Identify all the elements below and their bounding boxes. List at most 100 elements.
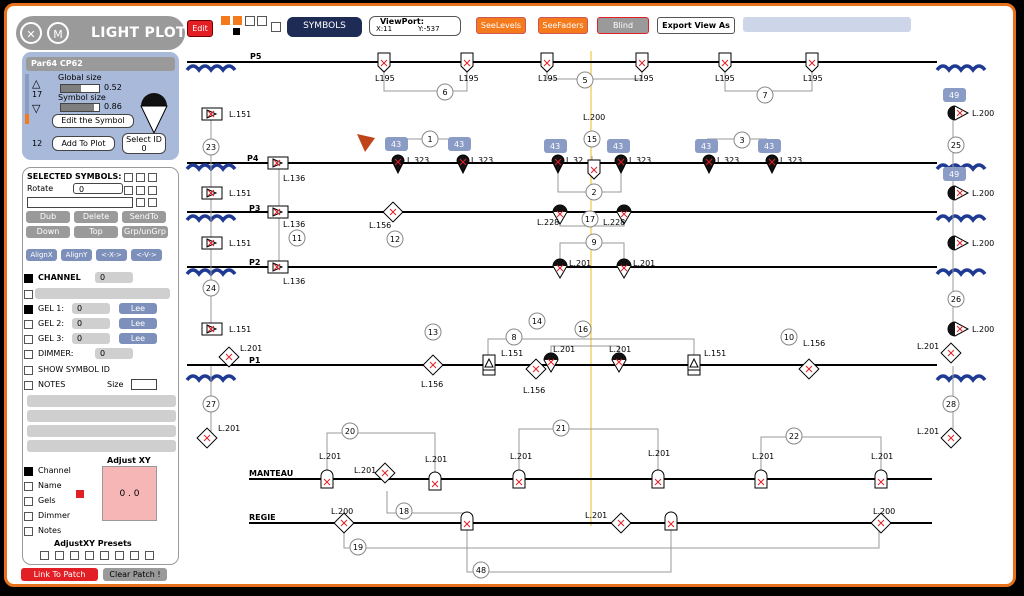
- preset-slot[interactable]: [40, 551, 49, 560]
- show-symbol-id-checkbox[interactable]: [24, 366, 33, 375]
- symbol-count: 12: [32, 139, 43, 148]
- color-swatch[interactable]: [245, 16, 255, 26]
- color-swatch[interactable]: [221, 16, 230, 25]
- see-levels-button[interactable]: SeeLevels: [476, 17, 526, 34]
- rotate-input[interactable]: 0: [73, 183, 123, 194]
- dimmer-checkbox[interactable]: [24, 350, 33, 359]
- adjust-notes-checkbox[interactable]: [24, 527, 33, 536]
- notes-checkbox[interactable]: [24, 381, 33, 390]
- preset-slot[interactable]: [115, 551, 124, 560]
- blind-button[interactable]: Blind: [597, 17, 649, 34]
- preset-slot[interactable]: [100, 551, 109, 560]
- gel1-brand[interactable]: Lee: [119, 303, 157, 314]
- symbols-button[interactable]: SYMBOLS: [287, 17, 362, 37]
- scrollbar-thumb[interactable]: [25, 114, 29, 124]
- notes-size-input[interactable]: [131, 379, 157, 390]
- mode-checkbox[interactable]: [136, 173, 145, 182]
- mode-checkbox[interactable]: [136, 198, 145, 207]
- align-y-button[interactable]: AlignY: [61, 249, 92, 261]
- notes-line[interactable]: [27, 410, 176, 422]
- gel2-input[interactable]: 0: [72, 318, 110, 329]
- svg-text:43: 43: [613, 142, 623, 151]
- dimmer-input[interactable]: 0: [95, 348, 133, 359]
- gel1-input[interactable]: 0: [72, 303, 110, 314]
- gel3-checkbox[interactable]: [24, 335, 33, 344]
- color-swatch[interactable]: [233, 28, 240, 35]
- adjust-xy-pad[interactable]: 0 . 0: [102, 466, 157, 521]
- adjust-gels-label: Gels: [38, 496, 56, 505]
- export-filename-field[interactable]: [743, 17, 911, 32]
- global-size-slider[interactable]: [60, 84, 100, 93]
- distribute-y-button[interactable]: <-V->: [131, 249, 162, 261]
- adjust-channel-checkbox[interactable]: [24, 467, 33, 476]
- adjust-gels-checkbox[interactable]: [24, 497, 33, 506]
- toggle-checkbox[interactable]: [271, 22, 281, 32]
- adjust-notes-label: Notes: [38, 526, 62, 535]
- mode-checkbox[interactable]: [148, 173, 157, 182]
- notes-line[interactable]: [27, 425, 176, 437]
- distribute-x-button[interactable]: <-X->: [96, 249, 127, 261]
- see-faders-button[interactable]: SeeFaders: [538, 17, 588, 34]
- name-checkbox[interactable]: [24, 290, 33, 299]
- fixture-diamond: [383, 202, 403, 222]
- color-swatch[interactable]: [233, 16, 242, 25]
- top-button[interactable]: Top: [74, 226, 118, 238]
- svg-text:43: 43: [764, 142, 774, 151]
- svg-text:21: 21: [556, 424, 566, 433]
- up-arrow-icon[interactable]: △: [32, 77, 41, 90]
- fixture-label: L.156: [369, 221, 391, 230]
- channel-input[interactable]: 0: [95, 272, 133, 283]
- fixture-label: L.201: [633, 259, 655, 268]
- clear-patch-button[interactable]: Clear Patch !: [103, 568, 167, 581]
- gel3-input[interactable]: 0: [72, 333, 110, 344]
- link-to-patch-button[interactable]: Link To Patch: [21, 568, 98, 581]
- edit-button[interactable]: Edit: [187, 20, 213, 37]
- mode-checkbox[interactable]: [148, 198, 157, 207]
- color-swatch[interactable]: [257, 16, 267, 26]
- align-x-button[interactable]: AlignX: [26, 249, 57, 261]
- preset-slot[interactable]: [70, 551, 79, 560]
- fixture-drop: [552, 155, 564, 173]
- notes-line[interactable]: [27, 440, 176, 452]
- fixture-label: L.201: [510, 452, 532, 461]
- group-ungroup-button[interactable]: Grp/unGrp: [122, 226, 168, 238]
- fixture-type-field[interactable]: Par64 CP62: [26, 57, 175, 71]
- mode-checkbox[interactable]: [124, 186, 133, 195]
- gel3-brand[interactable]: Lee: [119, 333, 157, 344]
- send-to-button[interactable]: SendTo: [122, 211, 166, 223]
- symbol-size-slider[interactable]: [60, 103, 100, 112]
- close-icon[interactable]: ✕: [20, 22, 42, 44]
- delete-button[interactable]: Delete: [74, 211, 118, 223]
- name-input[interactable]: [35, 288, 170, 299]
- channel-checkbox[interactable]: [24, 274, 33, 283]
- edit-symbol-button[interactable]: Edit the Symbol: [52, 114, 134, 128]
- add-to-plot-button[interactable]: Add To Plot: [52, 136, 115, 151]
- fixture-label: L.200: [583, 113, 605, 122]
- fixture-arch: [665, 512, 677, 530]
- adjust-dimmer-checkbox[interactable]: [24, 512, 33, 521]
- down-arrow-icon[interactable]: ▽: [32, 102, 41, 115]
- mode-checkbox[interactable]: [148, 186, 157, 195]
- menu-m-button[interactable]: M: [47, 22, 69, 44]
- svg-text:13: 13: [428, 328, 438, 337]
- mode-checkbox[interactable]: [124, 173, 133, 182]
- notes-line[interactable]: [27, 395, 176, 407]
- down-button[interactable]: Down: [26, 226, 70, 238]
- fixture-label: L195: [375, 74, 395, 83]
- gel2-brand[interactable]: Lee: [119, 318, 157, 329]
- adjust-name-checkbox[interactable]: [24, 482, 33, 491]
- preset-slot[interactable]: [145, 551, 154, 560]
- symbol-list-scrollbar[interactable]: [25, 74, 29, 124]
- preset-slot[interactable]: [55, 551, 64, 560]
- preset-slot[interactable]: [130, 551, 139, 560]
- rotate-slider[interactable]: [27, 197, 133, 208]
- gel2-checkbox[interactable]: [24, 320, 33, 329]
- mode-checkbox[interactable]: [136, 186, 145, 195]
- gel1-checkbox[interactable]: [24, 305, 33, 314]
- fixture-label: L.201: [218, 424, 240, 433]
- dub-button[interactable]: Dub: [26, 211, 70, 223]
- light-plot-canvas[interactable]: P5 P4 P3 P2 P1 MANTEAU REGIE: [7, 6, 1016, 587]
- preset-slot[interactable]: [85, 551, 94, 560]
- export-view-button[interactable]: Export View As: [657, 17, 735, 34]
